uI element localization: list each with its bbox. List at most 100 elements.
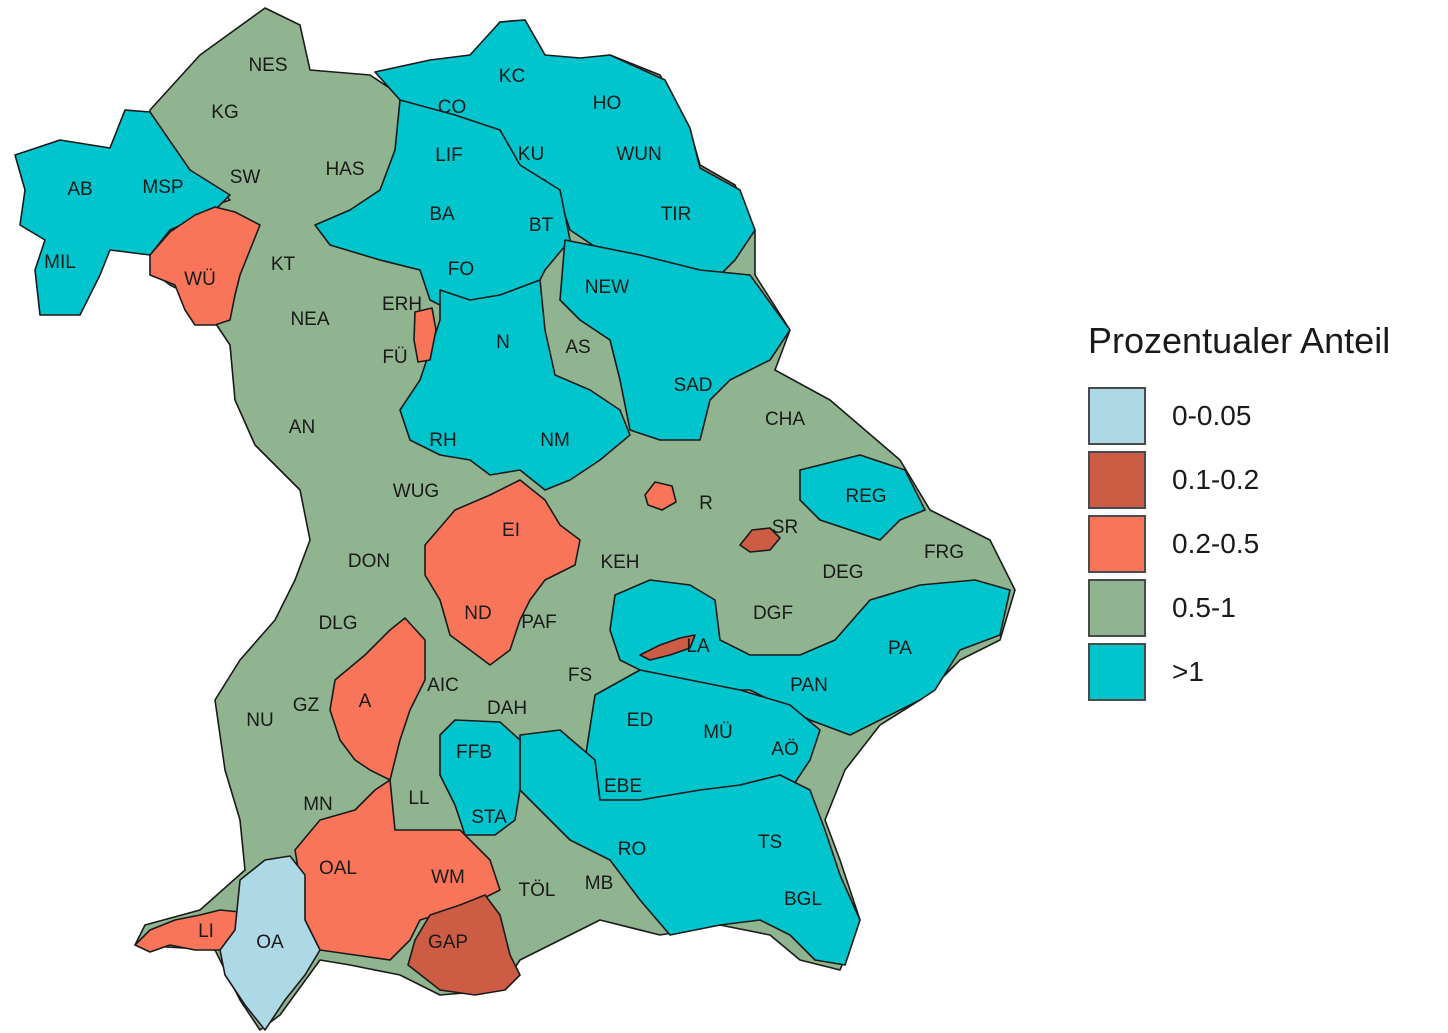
district-label-ffb: FFB — [456, 742, 492, 763]
district-label-don: DON — [348, 551, 390, 572]
district-label-sad: SAD — [673, 375, 712, 396]
district-label-mil: MIL — [44, 252, 76, 273]
district-label-bgl: BGL — [784, 889, 822, 910]
district-label-ro: RO — [618, 839, 647, 860]
district-label-gap: GAP — [428, 932, 468, 953]
district-label-gz: GZ — [293, 695, 320, 716]
district-label-wun: WUN — [616, 144, 661, 165]
district-label-pa: PA — [888, 638, 912, 659]
legend-item-1: 0.1-0.2 — [1088, 448, 1438, 512]
district-label-ku: KU — [518, 144, 544, 165]
district-label-oal: OAL — [319, 858, 357, 879]
district-label-wug: WUG — [393, 481, 439, 502]
district-label-wm: WM — [431, 867, 465, 888]
district-label-msp: MSP — [142, 177, 183, 198]
legend-item-0: 0-0.05 — [1088, 384, 1438, 448]
district-label-paf: PAF — [521, 612, 557, 633]
district-label-r: R — [699, 493, 713, 514]
district-label-mb: MB — [585, 873, 614, 894]
district-label-ed: ED — [627, 710, 653, 731]
district-label-tol: TÖL — [519, 880, 556, 901]
district-shape-la-city — [639, 634, 696, 661]
district-label-kt: KT — [271, 254, 296, 275]
district-shape-oa — [219, 855, 321, 1031]
district-label-ebe: EBE — [604, 776, 642, 797]
district-label-keh: KEH — [600, 552, 639, 573]
district-label-n: N — [496, 332, 510, 353]
district-label-co: CO — [438, 97, 467, 118]
legend-swatch — [1088, 451, 1146, 509]
district-label-ts: TS — [758, 832, 782, 853]
district-label-cha: CHA — [765, 409, 805, 430]
district-shape-ro-ts-bgl — [519, 729, 861, 966]
district-label-kg: KG — [211, 102, 238, 123]
legend-item-4: >1 — [1088, 640, 1438, 704]
district-label-la: LA — [686, 636, 710, 657]
district-label-oa: OA — [256, 932, 284, 953]
district-label-nm: NM — [540, 430, 570, 451]
district-label-mn: MN — [303, 794, 333, 815]
district-shape-sr-city — [739, 527, 781, 553]
district-shape-n-rh-nm — [399, 279, 631, 491]
district-label-as: AS — [565, 337, 590, 358]
district-shape-ffb-sta — [439, 719, 521, 836]
district-label-bt: BT — [529, 215, 554, 236]
district-label-kc: KC — [499, 66, 525, 87]
district-label-ao: AÖ — [771, 739, 798, 760]
legend-swatch — [1088, 515, 1146, 573]
district-label-pan: PAN — [790, 675, 828, 696]
district-label-rh: RH — [429, 430, 456, 451]
district-label-ab: AB — [67, 179, 92, 200]
district-label-erh: ERH — [382, 294, 422, 315]
legend-label: 0.1-0.2 — [1172, 464, 1260, 495]
district-label-wu: WÜ — [184, 269, 216, 290]
district-label-sw: SW — [230, 167, 261, 188]
district-label-fu: FÜ — [382, 347, 407, 368]
legend-swatch — [1088, 387, 1146, 445]
legend-title: Prozentualer Anteil — [1088, 320, 1391, 361]
district-label-new: NEW — [585, 277, 629, 298]
district-label-an: AN — [289, 417, 315, 438]
district-label-ei: EI — [502, 520, 520, 541]
district-label-dah: DAH — [487, 698, 527, 719]
district-label-mu: MÜ — [703, 722, 733, 743]
bavaria-choropleth-map: NES KG KC CO HO AB MSP SW HAS LIF KU WUN… — [14, 7, 1016, 1031]
district-shape-reg — [799, 454, 926, 541]
legend-label: 0.5-1 — [1172, 592, 1236, 623]
district-label-deg: DEG — [822, 562, 863, 583]
district-label-ho: HO — [593, 93, 622, 114]
district-label-aic: AIC — [427, 675, 459, 696]
district-label-a: A — [359, 691, 372, 712]
legend-label: 0-0.05 — [1172, 400, 1252, 431]
district-shape-gap — [407, 894, 521, 996]
district-label-fs: FS — [568, 665, 592, 686]
district-label-li: LI — [198, 921, 214, 942]
district-label-nea: NEA — [290, 309, 329, 330]
district-label-frg: FRG — [924, 542, 964, 563]
district-label-ba: BA — [429, 204, 455, 225]
district-label-dlg: DLG — [318, 613, 357, 634]
district-label-ll: LL — [408, 788, 429, 809]
district-label-nes: NES — [248, 55, 287, 76]
district-label-lif: LIF — [435, 145, 462, 166]
legend-swatch — [1088, 579, 1146, 637]
district-shape-erh-strip — [413, 307, 437, 363]
map-legend: Prozentualer Anteil 0-0.05 0.1-0.2 0.2-0… — [1088, 320, 1438, 704]
district-label-nu: NU — [246, 710, 273, 731]
district-label-has: HAS — [325, 159, 364, 180]
district-label-sr: SR — [772, 517, 798, 538]
legend-label: >1 — [1172, 656, 1204, 687]
district-label-tir: TIR — [661, 204, 692, 225]
district-shape-ei-nd — [424, 479, 581, 666]
legend-item-2: 0.2-0.5 — [1088, 512, 1438, 576]
legend-swatch — [1088, 643, 1146, 701]
legend-item-3: 0.5-1 — [1088, 576, 1438, 640]
district-label-reg: REG — [845, 486, 886, 507]
district-label-fo: FO — [448, 259, 474, 280]
district-label-sta: STA — [471, 807, 507, 828]
district-label-nd: ND — [464, 603, 491, 624]
legend-label: 0.2-0.5 — [1172, 528, 1260, 559]
district-label-dgf: DGF — [753, 603, 793, 624]
district-shape-a — [329, 617, 426, 781]
district-shape-new-sad — [559, 239, 791, 441]
